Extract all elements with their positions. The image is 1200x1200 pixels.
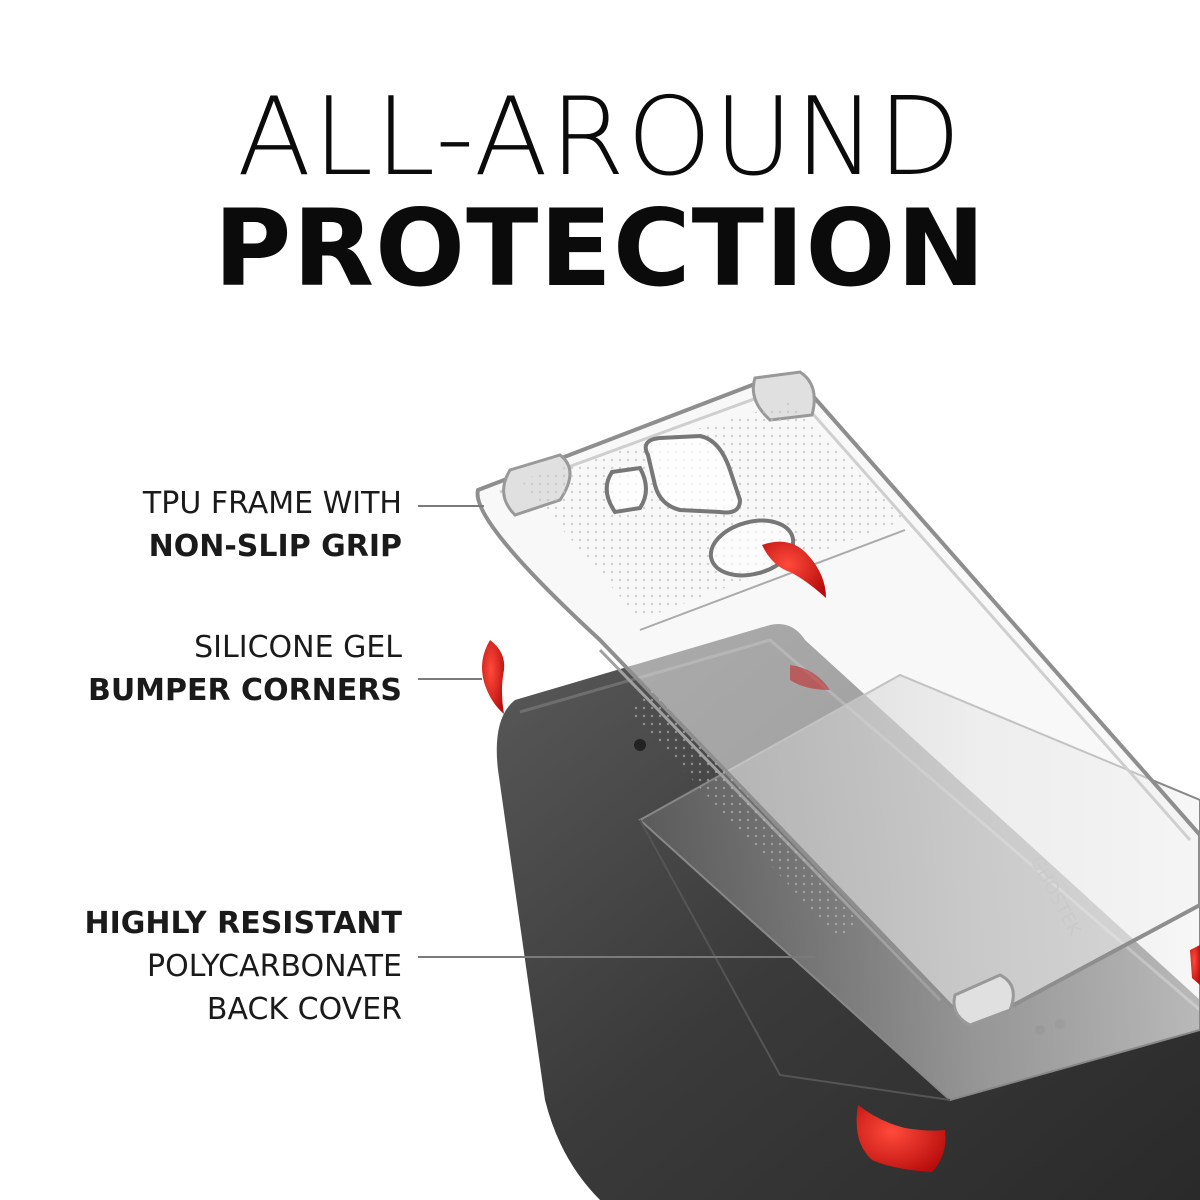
fingerprint-cutout-icon [708,518,796,578]
headline-all-around: ALL-AROUND [237,75,963,200]
callout-gel-line2: BUMPER CORNERS [87,673,402,708]
callout-tpu-line2: NON-SLIP GRIP [148,529,402,564]
callout-pc-line1: HIGHLY RESISTANT [84,906,402,941]
callout-tpu-line1: TPU FRAME WITH [142,486,402,521]
callout-pc-line2: POLYCARBONATE [146,949,402,984]
red-corner-bumper-icon [482,541,1200,1172]
camera-cutout-icon [604,433,743,515]
callout-tpu-frame: TPU FRAME WITH NON-SLIP GRIP [143,482,402,568]
callout-back-cover: HIGHLY RESISTANT POLYCARBONATE BACK COVE… [84,902,402,1031]
callout-gel-line1: SILICONE GEL [194,630,402,665]
headline-protection: PROTECTION [213,187,987,310]
callout-pc-line3: BACK COVER [206,992,402,1027]
callout-leader-lines [418,505,815,958]
callout-gel-corners: SILICONE GEL BUMPER CORNERS [88,626,402,712]
